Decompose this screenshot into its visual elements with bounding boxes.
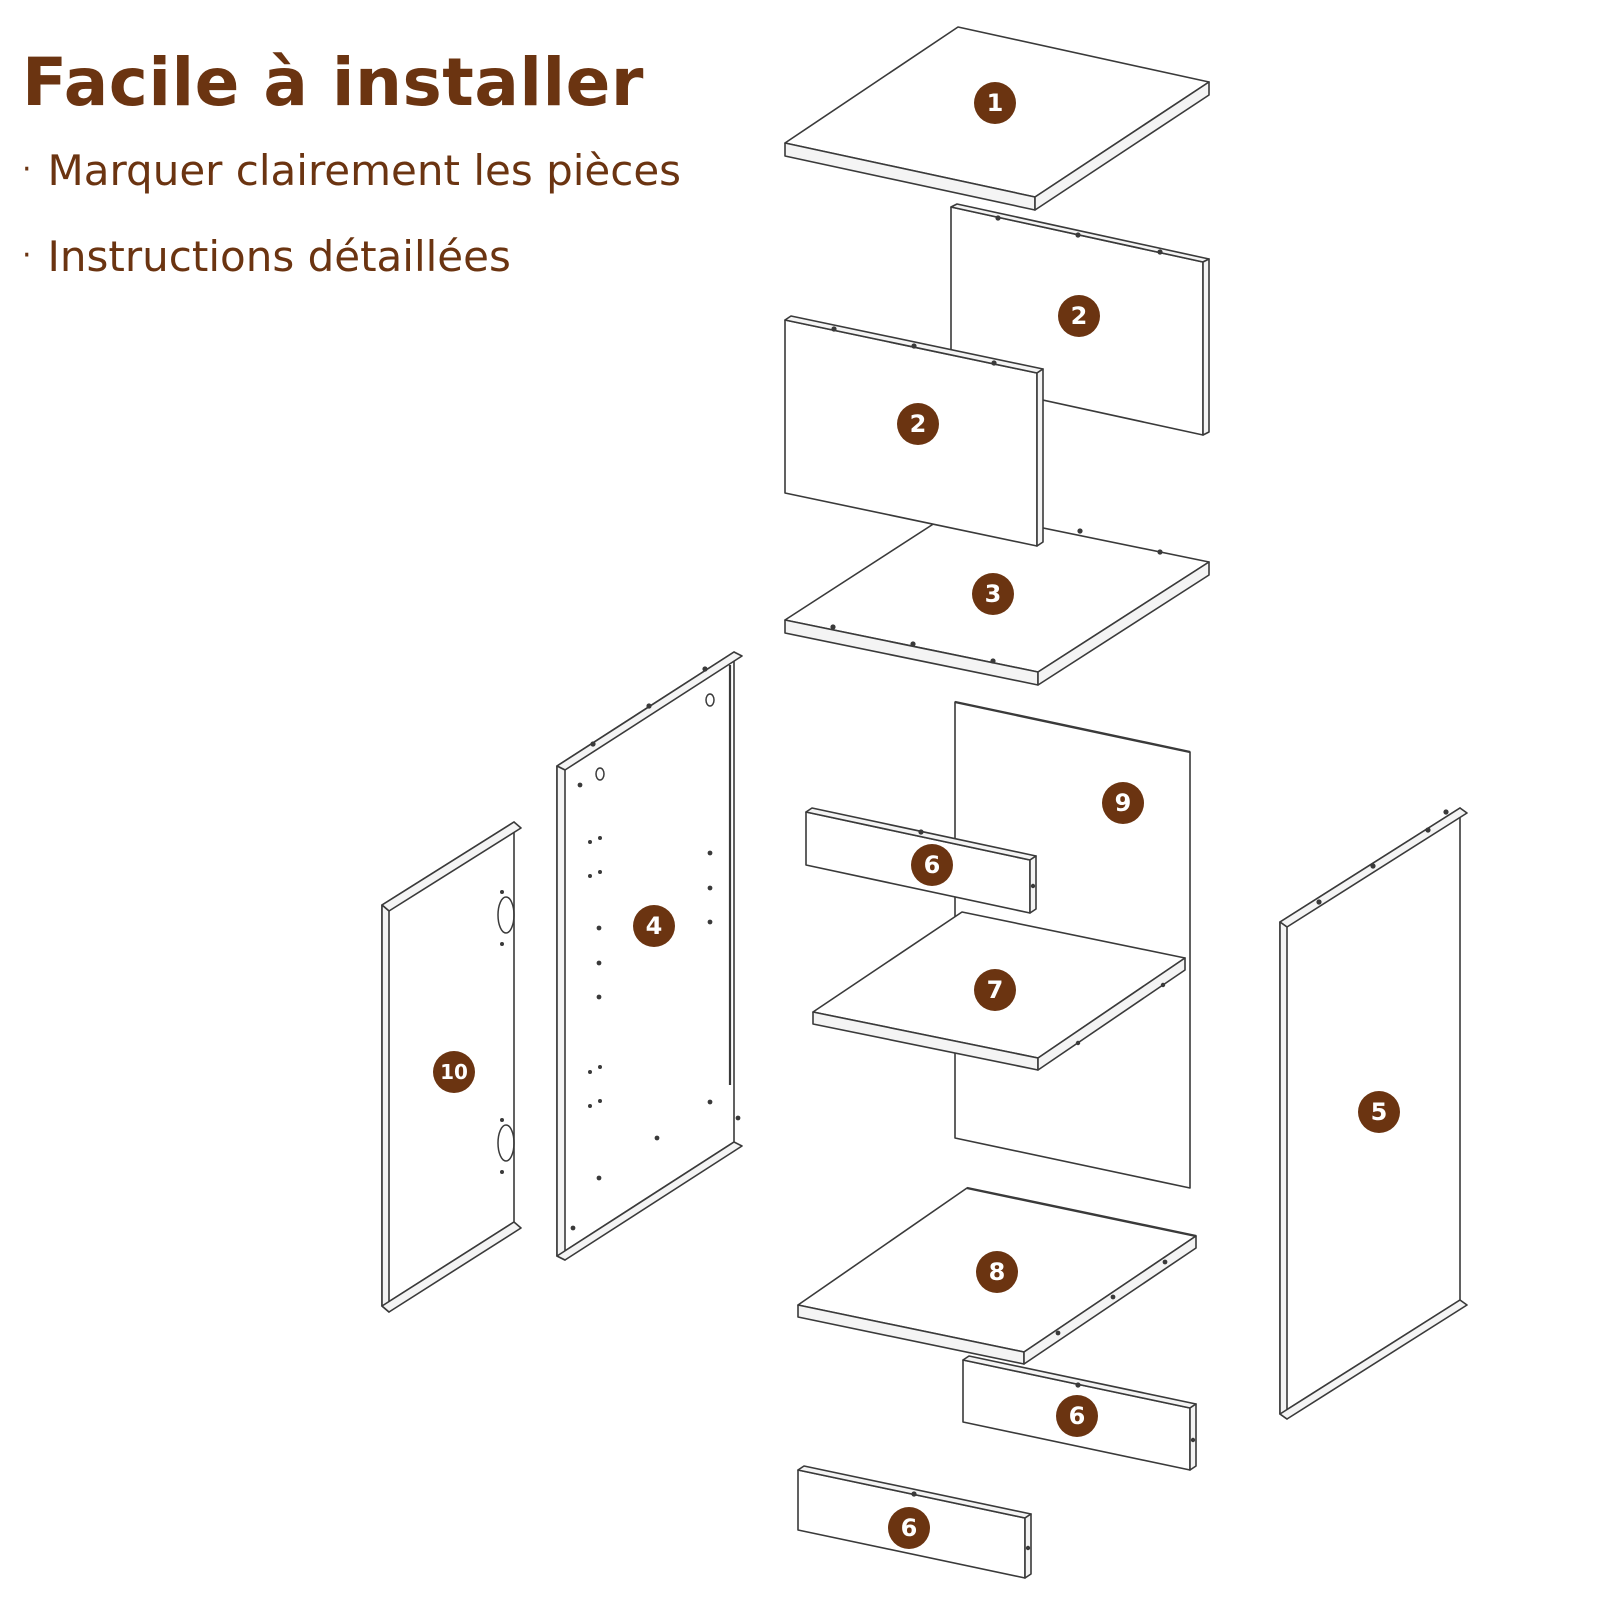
badge-top-panel: 1 xyxy=(974,82,1016,124)
bullet-marker: · xyxy=(22,238,32,273)
badge-label: 9 xyxy=(1115,789,1132,817)
badge-rail-upper: 6 xyxy=(911,844,953,886)
badge-rail-bottom: 6 xyxy=(888,1507,930,1549)
badge-label: 4 xyxy=(646,912,663,940)
bullet-text: Instructions détaillées xyxy=(47,232,511,281)
bullet-text: Marquer clairement les pièces xyxy=(47,146,682,195)
badge-label: 7 xyxy=(987,976,1004,1004)
badge-label: 8 xyxy=(989,1258,1006,1286)
badge-label: 3 xyxy=(985,580,1002,608)
badge-label: 6 xyxy=(1069,1402,1086,1430)
badge-label: 6 xyxy=(901,1514,918,1542)
badge-label: 1 xyxy=(987,89,1004,117)
badge-upper-back-panel: 2 xyxy=(1058,295,1100,337)
badge-upper-shelf: 3 xyxy=(972,573,1014,615)
part-right-side-panel xyxy=(1279,807,1468,1420)
feature-bullet: · Instructions détaillées xyxy=(22,232,511,281)
page-title: Facile à installer xyxy=(22,44,644,121)
badge-right-side-panel: 5 xyxy=(1358,1091,1400,1133)
part-left-side-panel xyxy=(556,651,743,1261)
badge-label: 5 xyxy=(1371,1098,1388,1126)
badge-door-panel: 10 xyxy=(433,1051,475,1093)
badge-upper-front-panel: 2 xyxy=(897,403,939,445)
badge-left-side-panel: 4 xyxy=(633,905,675,947)
feature-bullet: · Marquer clairement les pièces xyxy=(22,146,681,195)
badge-rail-lower: 6 xyxy=(1056,1395,1098,1437)
part-upper-front-panel xyxy=(784,315,1044,547)
badge-label: 2 xyxy=(1071,302,1088,330)
badge-back-panel: 9 xyxy=(1102,782,1144,824)
badge-label: 2 xyxy=(910,410,927,438)
badge-label: 10 xyxy=(440,1060,468,1084)
badge-label: 6 xyxy=(924,851,941,879)
badge-middle-shelf: 7 xyxy=(974,969,1016,1011)
badge-bottom-shelf: 8 xyxy=(976,1251,1018,1293)
bullet-marker: · xyxy=(22,152,32,187)
